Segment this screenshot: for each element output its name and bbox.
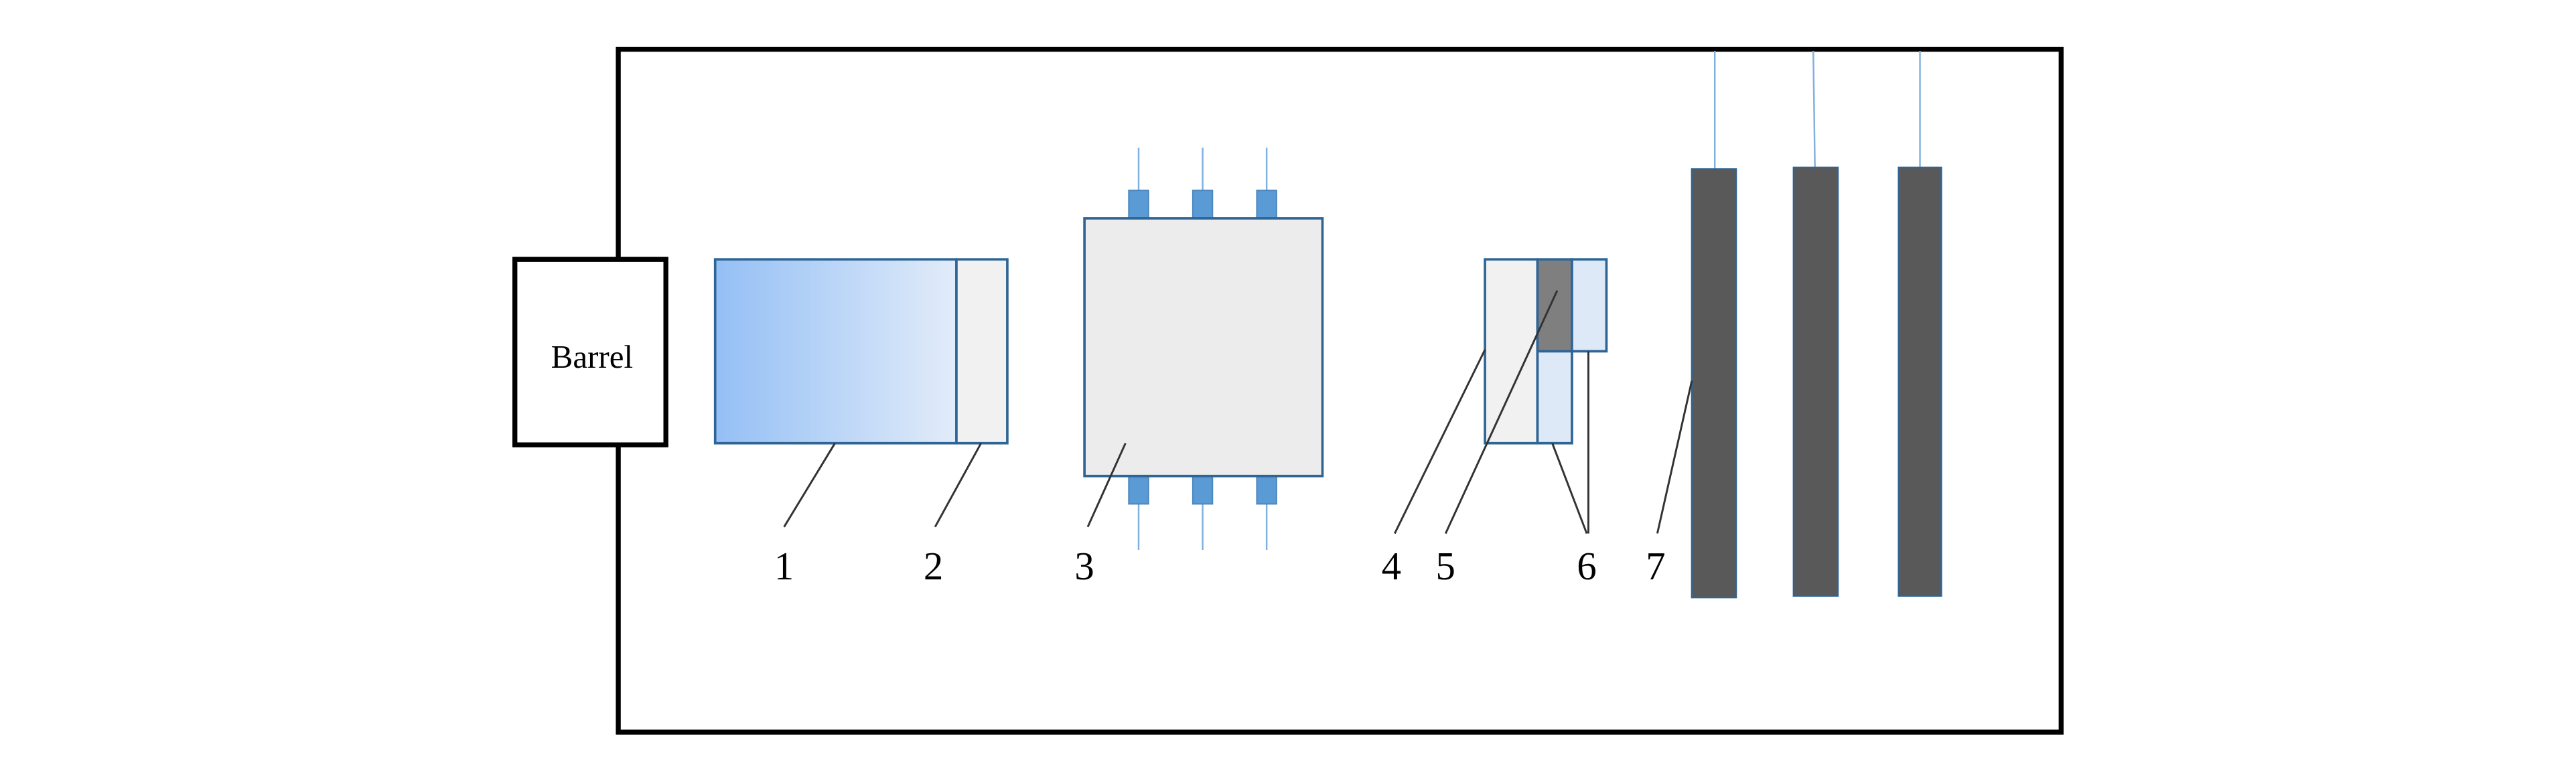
- label-2: 2: [924, 545, 943, 588]
- component-6-upper: [1571, 258, 1608, 353]
- label-3: 3: [1074, 545, 1094, 588]
- component-5: [1536, 258, 1573, 353]
- plate: [1691, 168, 1737, 599]
- enclosure-frame: [616, 46, 2064, 735]
- plate: [1792, 166, 1839, 597]
- label-5: 5: [1436, 545, 1455, 588]
- label-7: 7: [1646, 545, 1665, 588]
- barrel-label: Barrel: [551, 338, 633, 375]
- label-6: 6: [1577, 545, 1596, 588]
- barrel-box: Barrel: [512, 257, 668, 447]
- plate: [1898, 166, 1942, 597]
- label-4: 4: [1382, 545, 1401, 588]
- component-3: [1083, 147, 1324, 550]
- component-2: [955, 258, 1009, 445]
- component-1: [713, 258, 958, 445]
- plates-7: [1691, 50, 1942, 599]
- leader-lines: [783, 290, 1693, 535]
- label-1: 1: [774, 545, 794, 588]
- component-6-lower: [1536, 350, 1573, 445]
